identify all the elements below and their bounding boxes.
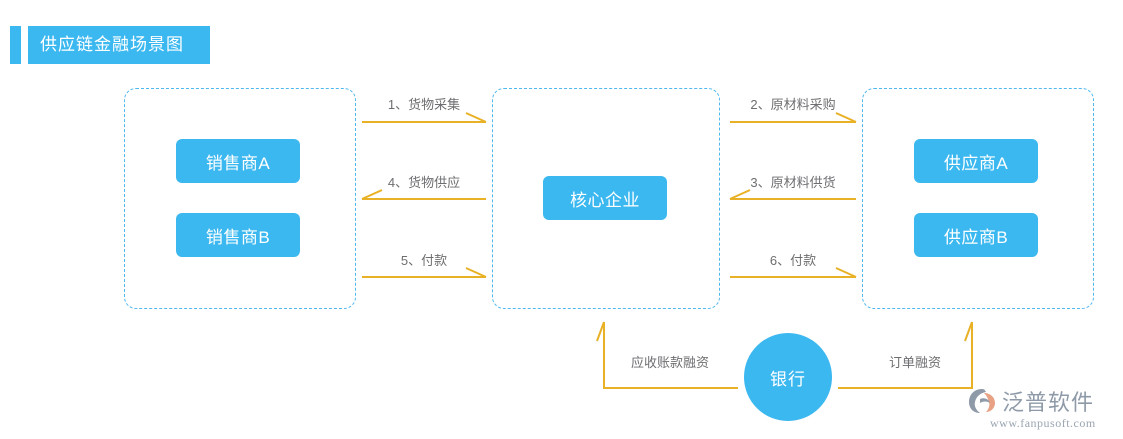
flow-label-receivable-financing: 应收账款融资 <box>630 355 709 370</box>
node-core-enterprise[interactable]: 核心企业 <box>543 176 667 220</box>
title-accent-bar <box>10 26 21 64</box>
title-background <box>28 26 210 64</box>
watermark: 泛普软件 www.fanpusoft.com <box>968 386 1118 432</box>
arrow-head-flow-5 <box>465 267 487 278</box>
flow-label-6: 6、付款 <box>769 253 817 268</box>
flow-label-3: 3、原材料供货 <box>750 175 836 190</box>
node-supplier-b[interactable]: 供应商B <box>914 213 1038 257</box>
watermark-url: www.fanpusoft.com <box>990 416 1096 430</box>
node-seller-b[interactable]: 销售商B <box>176 213 300 257</box>
arrow-head-flow-7 <box>596 321 605 342</box>
arrow-head-flow-3 <box>729 189 751 200</box>
flow-label-5: 5、付款 <box>400 253 448 268</box>
flow-label-2: 2、原材料采购 <box>750 97 836 112</box>
node-supplier-a[interactable]: 供应商A <box>914 139 1038 183</box>
node-bank[interactable]: 银行 <box>744 333 832 421</box>
flow-label-1: 1、货物采集 <box>387 97 461 112</box>
arrow-head-flow-8 <box>964 321 973 342</box>
arrow-head-flow-2 <box>835 112 857 123</box>
arrow-head-flow-4 <box>361 189 383 200</box>
arrow-head-flow-6 <box>835 267 857 278</box>
node-seller-a[interactable]: 销售商A <box>176 139 300 183</box>
suppliers-group-box <box>862 88 1094 309</box>
arrow-head-flow-1 <box>465 112 487 123</box>
flow-label-4: 4、货物供应 <box>387 175 461 190</box>
sellers-group-box <box>124 88 356 309</box>
flow-label-order-financing: 订单融资 <box>888 355 941 370</box>
page-title: 供应链金融场景图 <box>40 35 184 54</box>
fanpu-logo-icon <box>969 389 995 413</box>
watermark-brand: 泛普软件 <box>1002 390 1095 415</box>
